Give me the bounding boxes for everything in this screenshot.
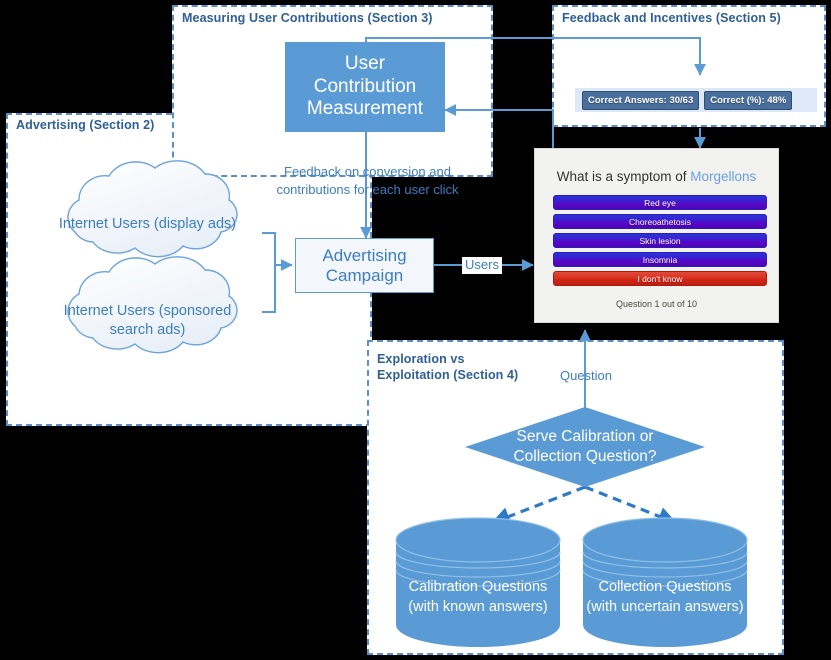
panel-title-advertising: Advertising (Section 2) — [16, 118, 155, 132]
node-advertising-campaign: Advertising Campaign — [295, 238, 434, 293]
node-user-contribution-measurement: User Contribution Measurement — [285, 42, 445, 132]
quiz-question-term-link[interactable]: Morgellons — [690, 169, 757, 184]
edge-label-feedback: Feedback on conversion and contributions… — [265, 163, 470, 198]
ucm-line-2: Contribution — [313, 75, 417, 97]
node-collection-questions: Collection Questions (with uncertain ans… — [573, 578, 757, 617]
collection-line-2: (with uncertain answers) — [586, 598, 744, 615]
node-decision-serve-question: Serve Calibration or Collection Question… — [465, 407, 705, 487]
feedback-badge-strip: Correct Answers: 30/63 Correct (%): 48% — [575, 88, 817, 112]
campaign-line-1: Advertising — [322, 245, 407, 265]
quiz-question: What is a symptom of Morgellons — [535, 169, 778, 184]
calibration-line-1: Calibration Questions — [408, 579, 548, 595]
edge-label-users: Users — [462, 257, 502, 274]
ucm-line-1: User — [344, 53, 386, 75]
decision-line-1: Serve Calibration or — [516, 427, 654, 445]
collection-line-1: Collection Questions — [598, 579, 732, 595]
quiz-question-prefix: What is a symptom of — [556, 169, 691, 184]
campaign-line-2: Campaign — [325, 265, 404, 285]
edge-label-question: Question — [559, 368, 613, 383]
quiz-answer-1[interactable]: Choreoathetosis — [553, 214, 767, 229]
decision-diamond-shape — [465, 407, 705, 487]
ucm-line-3: Measurement — [306, 98, 424, 120]
quiz-answer-0[interactable]: Red eye — [553, 195, 767, 210]
cloud-display-ads-shape — [67, 160, 238, 258]
cloud-sponsored-search-ads-shape — [67, 256, 238, 354]
quiz-answer-3[interactable]: Insomnia — [553, 252, 767, 267]
cloud-sponsored-line-1: Internet Users (sponsored — [63, 303, 232, 319]
cylinder-calibration-shape — [395, 517, 561, 647]
cloud-sponsored-line-2: search ads) — [109, 321, 186, 338]
quiz-answer-2[interactable]: Skin lesion — [553, 233, 767, 248]
feedback-label-line-1: Feedback on conversion and — [284, 164, 451, 179]
badge-correct-percent[interactable]: Correct (%): 48% — [704, 90, 793, 110]
panel-title-exploration: Exploration vs Exploitation (Section 4) — [377, 352, 519, 382]
quiz-answer-4[interactable]: I don't know — [553, 271, 767, 286]
quiz-widget: What is a symptom of Morgellons Red eye … — [534, 148, 779, 323]
cloud-label-display-ads: Internet Users (display ads) — [58, 216, 237, 232]
feedback-label-line-2: contributions for each user click — [276, 181, 459, 197]
badge-correct-answers[interactable]: Correct Answers: 30/63 — [582, 90, 700, 110]
node-calibration-questions: Calibration Questions (with known answer… — [388, 578, 568, 617]
calibration-line-2: (with known answers) — [408, 598, 548, 615]
cloud-label-sponsored-search: Internet Users (sponsored search ads) — [55, 302, 240, 340]
cylinder-collection-shape — [582, 517, 748, 647]
quiz-progress-counter: Question 1 out of 10 — [615, 299, 698, 309]
decision-line-2: Collection Question? — [513, 448, 657, 465]
panel-title-measuring: Measuring User Contributions (Section 3) — [182, 11, 433, 25]
panel-title-feedback: Feedback and Incentives (Section 5) — [562, 11, 781, 25]
